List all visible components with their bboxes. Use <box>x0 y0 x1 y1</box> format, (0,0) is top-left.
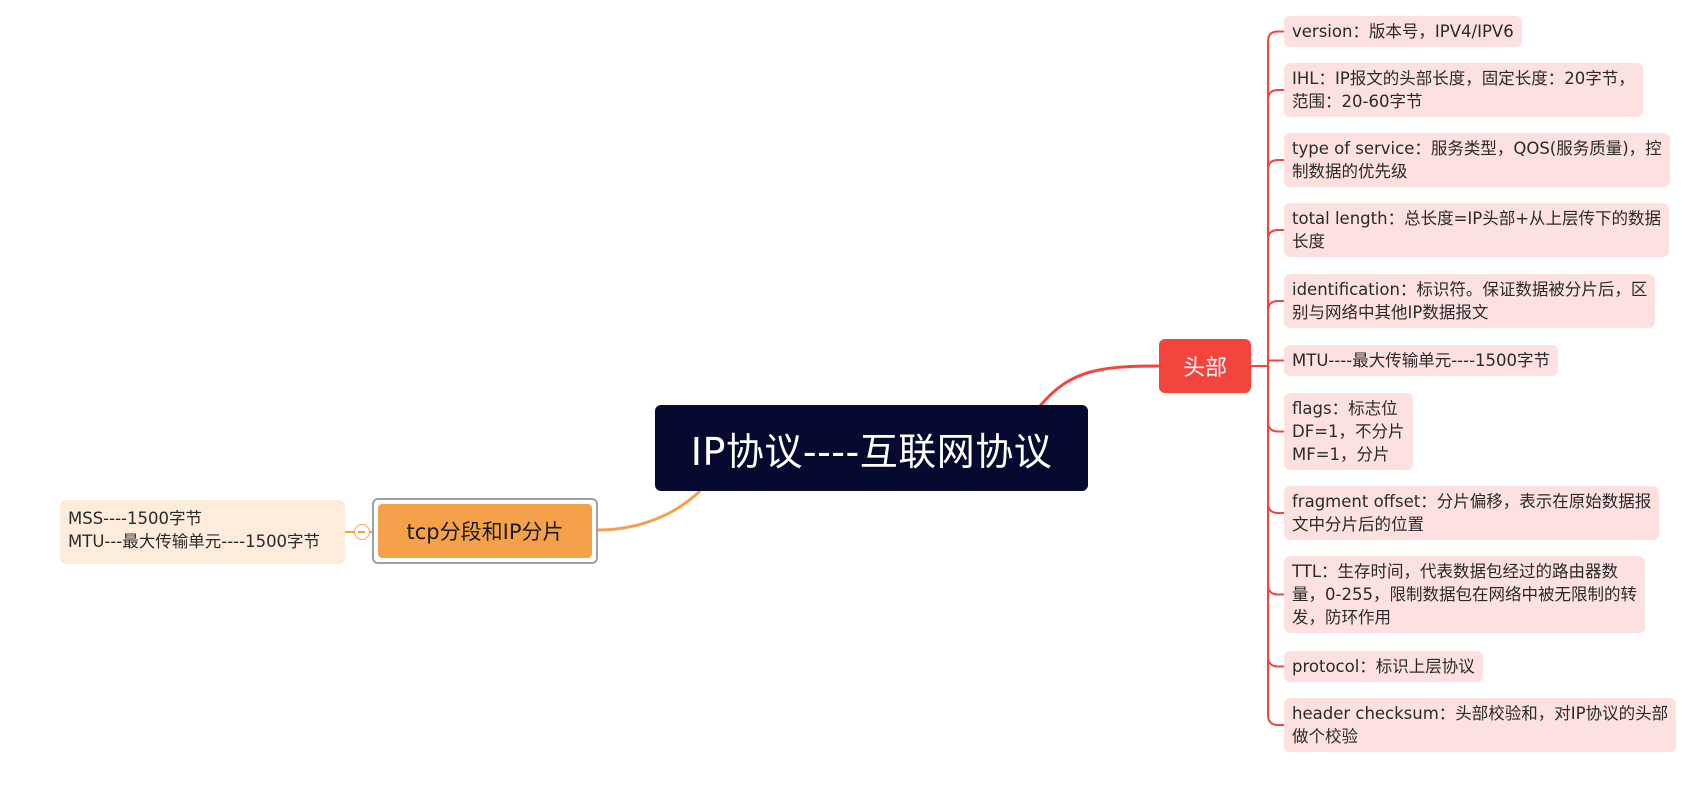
tcp-leaf-mss-mtu[interactable]: MSS----1500字节 MTU---最大传输单元----1500字节 <box>60 500 345 564</box>
header-leaf-identification[interactable]: identification：标识符。保证数据被分片后，区 别与网络中其他IP数… <box>1284 274 1656 328</box>
header-leaf-header-checksum[interactable]: header checksum：头部校验和，对IP协议的头部 做个校验 <box>1284 698 1677 752</box>
header-branch-line <box>1267 30 1284 42</box>
root-label: IP协议----互联网协议 <box>690 429 1053 474</box>
header-branch-line <box>1267 714 1284 726</box>
header-branch-line <box>1267 656 1284 668</box>
header-label: 头部 <box>1182 356 1227 381</box>
header-leaf-fragment-offset[interactable]: fragment offset：分片偏移，表示在原始数据报 文中分片后的位置 <box>1284 486 1660 540</box>
header-leaf-total-length[interactable]: total length：总长度=IP头部+从上层传下的数据 长度 <box>1284 203 1670 257</box>
header-leaf-protocol[interactable]: protocol：标识上层协议 <box>1284 651 1483 682</box>
header-branch-line <box>1267 229 1284 241</box>
tcp-label: tcp分段和IP分片 <box>406 520 564 544</box>
root-to-header-line <box>1038 364 1160 407</box>
header-branch-line <box>1267 89 1284 101</box>
root-to-tcp-line <box>597 489 702 532</box>
header-branch-lines <box>1251 30 1284 726</box>
header-branch-line <box>1267 300 1284 312</box>
header-leaf-ihl[interactable]: IHL：IP报文的头部长度，固定长度：20字节， 范围：20-60字节 <box>1284 63 1643 117</box>
header-branch-line <box>1267 159 1284 171</box>
header-node[interactable]: 头部 <box>1159 339 1251 393</box>
tcp-node[interactable]: tcp分段和IP分片 <box>378 504 592 558</box>
header-leaf-mtu[interactable]: MTU----最大传输单元----1500字节 <box>1284 345 1559 376</box>
header-leaf-type-of-service[interactable]: type of service：服务类型，QOS(服务质量)，控 制数据的优先级 <box>1284 133 1670 187</box>
header-branch-line <box>1267 421 1284 433</box>
tcp-node-selection-frame[interactable]: tcp分段和IP分片 <box>372 498 598 564</box>
collapse-minus-icon[interactable] <box>354 524 370 540</box>
header-leaf-version[interactable]: version：版本号，IPV4/IPV6 <box>1284 16 1522 47</box>
header-leaf-flags[interactable]: flags：标志位 DF=1，不分片 MF=1，分片 <box>1284 393 1413 470</box>
header-branch-line <box>1267 502 1284 514</box>
header-leaf-ttl[interactable]: TTL：生存时间，代表数据包经过的路由器数 量，0-255，限制数据包在网络中被… <box>1284 556 1645 633</box>
header-branch-line <box>1267 584 1284 596</box>
root-node[interactable]: IP协议----互联网协议 <box>655 405 1088 491</box>
